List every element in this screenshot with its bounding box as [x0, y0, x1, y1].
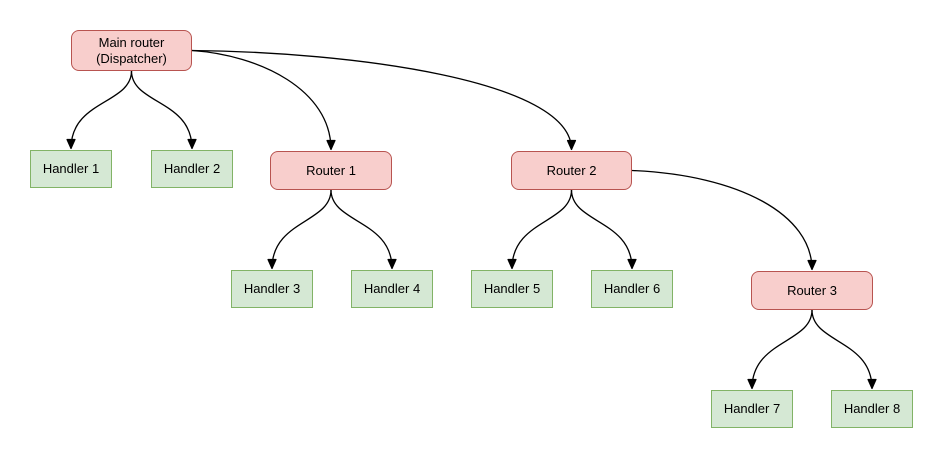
edge-router1-to-handler4: [330, 189, 397, 270]
edge-main-to-handler1: [66, 70, 133, 150]
edge-main-to-handler2: [130, 70, 197, 150]
node-handler-7: Handler 7: [711, 390, 793, 428]
node-handler-1: Handler 1: [30, 150, 112, 188]
node-main-router: Main router (Dispatcher): [71, 30, 192, 71]
node-handler-6: Handler 6: [591, 270, 673, 308]
node-router-3: Router 3: [751, 271, 873, 310]
edge-router3-to-handler7: [747, 309, 813, 390]
node-handler-3: Handler 3: [231, 270, 313, 308]
node-handler-4: Handler 4: [351, 270, 433, 308]
node-handler-5: Handler 5: [471, 270, 553, 308]
node-router-1: Router 1: [270, 151, 392, 190]
node-handler-2: Handler 2: [151, 150, 233, 188]
edge-router2-to-router3: [631, 169, 817, 271]
edge-main-to-router2: [191, 49, 577, 151]
node-router-2: Router 2: [511, 151, 632, 190]
edge-router1-to-handler3: [267, 189, 332, 270]
edge-router2-to-handler6: [570, 189, 637, 270]
edge-main-to-router1: [191, 49, 336, 151]
edge-router2-to-handler5: [507, 189, 573, 270]
edge-router3-to-handler8: [811, 309, 877, 390]
node-handler-8: Handler 8: [831, 390, 913, 428]
